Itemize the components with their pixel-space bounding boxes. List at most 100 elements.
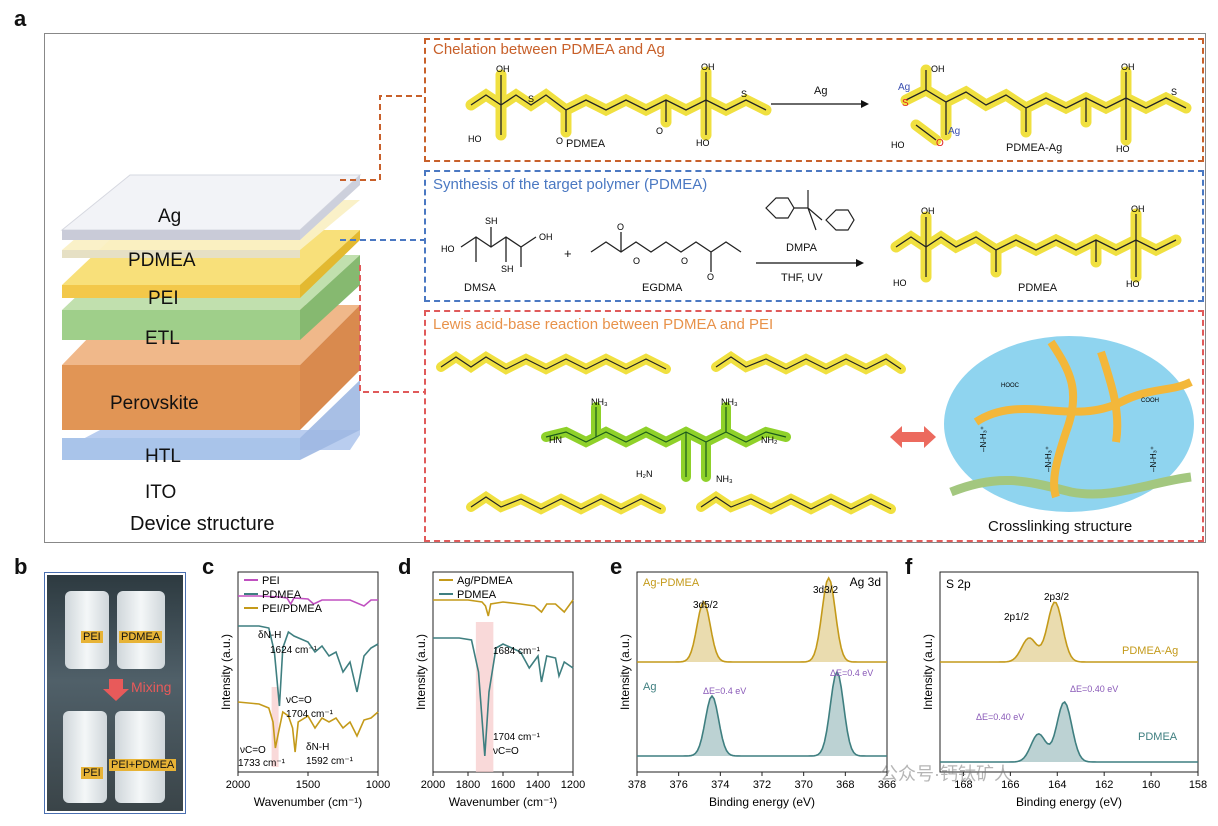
legend-label: PEI — [262, 575, 280, 587]
svg-text:–N-H₃⁺: –N-H₃⁺ — [1149, 446, 1158, 472]
annotation: νC=O — [493, 746, 519, 757]
annotation: νC=O — [286, 695, 312, 706]
reaction-arrow-uv — [756, 259, 864, 267]
svg-text:SH: SH — [501, 264, 514, 274]
x-tick-label: 1600 — [491, 779, 515, 791]
highlight-band — [271, 687, 279, 767]
panel-label-d: d — [398, 554, 412, 579]
double-arrow — [890, 426, 936, 448]
mixing-arrow-icon — [103, 689, 129, 701]
svg-text:O: O — [556, 136, 563, 146]
annotation: Ag — [643, 681, 656, 693]
legend-label: PDMEA — [262, 589, 302, 601]
svg-text:OH: OH — [921, 206, 935, 216]
egdma-structure: O O O O — [590, 222, 742, 282]
series-line-pei-pdmea — [237, 701, 379, 753]
panel-label-b: b — [14, 554, 28, 579]
x-tick-label: 164 — [1048, 779, 1066, 791]
svg-text:O: O — [681, 256, 688, 266]
ag-atom-1: Ag — [898, 82, 910, 93]
x-tick-label: 370 — [794, 779, 812, 791]
svg-text:S: S — [902, 98, 909, 109]
svg-text:OH: OH — [539, 232, 553, 242]
panel-label-f: f — [905, 554, 913, 579]
annotation: 1624 cm⁻¹ — [270, 645, 318, 656]
annotation: 1704 cm⁻¹ — [493, 732, 541, 743]
y-axis-label: Intensity (a.u.) — [921, 634, 935, 710]
y-axis-label: Intensity (a.u.) — [414, 634, 428, 710]
svg-text:S: S — [528, 94, 534, 104]
svg-text:HO: HO — [468, 134, 482, 144]
annotation: 1733 cm⁻¹ — [238, 758, 286, 769]
x-axis-label: Wavenumber (cm⁻¹) — [449, 795, 558, 809]
reaction-arrow-ag — [771, 100, 869, 108]
plus-sign: + — [564, 246, 572, 261]
pdmea-ag-name: PDMEA-Ag — [1006, 142, 1063, 154]
svg-text:–N-H₃⁺: –N-H₃⁺ — [1044, 446, 1053, 472]
reaction-conditions: THF, UV — [781, 272, 823, 284]
svg-text:HOOC: HOOC — [1001, 383, 1020, 389]
vial-pei-bottom — [63, 711, 107, 803]
vial-label-pei-top: PEI — [81, 631, 103, 643]
x-tick-label: 168 — [954, 779, 972, 791]
x-tick-label: 376 — [669, 779, 687, 791]
synthesis-title: Synthesis of the target polymer (PDMEA) — [433, 176, 708, 193]
x-tick-label: 368 — [836, 779, 854, 791]
highlight-band — [475, 622, 494, 772]
svg-text:HN: HN — [549, 435, 562, 445]
series-line-ag — [637, 670, 887, 757]
layer-label-ag: Ag — [158, 206, 182, 227]
crosslink-illustration: –N-H₃⁺ –N-H₃⁺ –N-H₃⁺ HOOC COOH — [944, 336, 1194, 512]
annotation: 3d3/2 — [813, 585, 838, 596]
layer-label-ito: ITO — [145, 482, 177, 503]
panel-label-e: e — [610, 554, 623, 579]
chart-title: Ag 3d — [850, 575, 881, 589]
dmpa-name: DMPA — [786, 242, 817, 254]
svg-text:NH₃: NH₃ — [716, 474, 733, 484]
dmpa-structure — [765, 190, 855, 231]
annotation: PDMEA-Ag — [1122, 645, 1178, 657]
label-oh: OH — [496, 64, 510, 74]
svg-text:HO: HO — [1116, 144, 1130, 154]
mixing-arrow-shaft — [109, 679, 123, 689]
crosslink-caption: Crosslinking structure — [988, 518, 1133, 535]
annotation: 2p3/2 — [1044, 592, 1069, 603]
device-caption: Device structure — [130, 513, 275, 535]
x-tick-label: 1400 — [526, 779, 550, 791]
legend-label: Ag/PDMEA — [457, 575, 513, 587]
x-axis-label: Binding energy (eV) — [709, 795, 815, 809]
dmsa-name: DMSA — [464, 282, 496, 294]
series-fill — [637, 672, 887, 756]
layer-ag-shape — [60, 174, 362, 240]
annotation: 3d5/2 — [693, 600, 718, 611]
lewis-title: Lewis acid-base reaction between PDMEA a… — [433, 316, 774, 333]
svg-text:O: O — [936, 138, 944, 149]
annotation: ΔE=0.40 eV — [1070, 684, 1118, 694]
svg-text:SH: SH — [485, 216, 498, 226]
annotation: S 2p — [946, 577, 971, 591]
pdmea-structure-left: OH HO OH HO O O S S — [465, 62, 772, 148]
x-tick-label: 160 — [1142, 779, 1160, 791]
pdmea-ag-structure: Ag Ag S O OH HO OH HO S — [891, 62, 1192, 154]
series-line-pdmea-ag — [940, 601, 1198, 663]
ag-reagent-label: Ag — [814, 85, 828, 97]
svg-text:–N-H₃⁺: –N-H₃⁺ — [979, 426, 988, 452]
chelation-title: Chelation between PDMEA and Ag — [433, 41, 665, 58]
svg-text:OH: OH — [931, 64, 945, 74]
x-tick-label: 158 — [1189, 779, 1207, 791]
nh3-top-left: NH₃ — [591, 397, 608, 407]
pdmea-name-left: PDMEA — [566, 138, 606, 150]
annotation: Ag-PDMEA — [643, 577, 700, 589]
chelation-box: Chelation between PDMEA and Ag OH HO OH … — [424, 38, 1204, 162]
svg-text:COOH: COOH — [1141, 398, 1159, 404]
layer-label-htl: HTL — [145, 446, 181, 467]
svg-text:O: O — [707, 272, 714, 282]
lewis-box: Lewis acid-base reaction between PDMEA a… — [424, 310, 1204, 542]
pdmea-product-structure: OH HO OH HO — [890, 204, 1182, 289]
annotation: ΔE=0.40 eV — [976, 712, 1024, 722]
x-tick-label: 1200 — [561, 779, 585, 791]
